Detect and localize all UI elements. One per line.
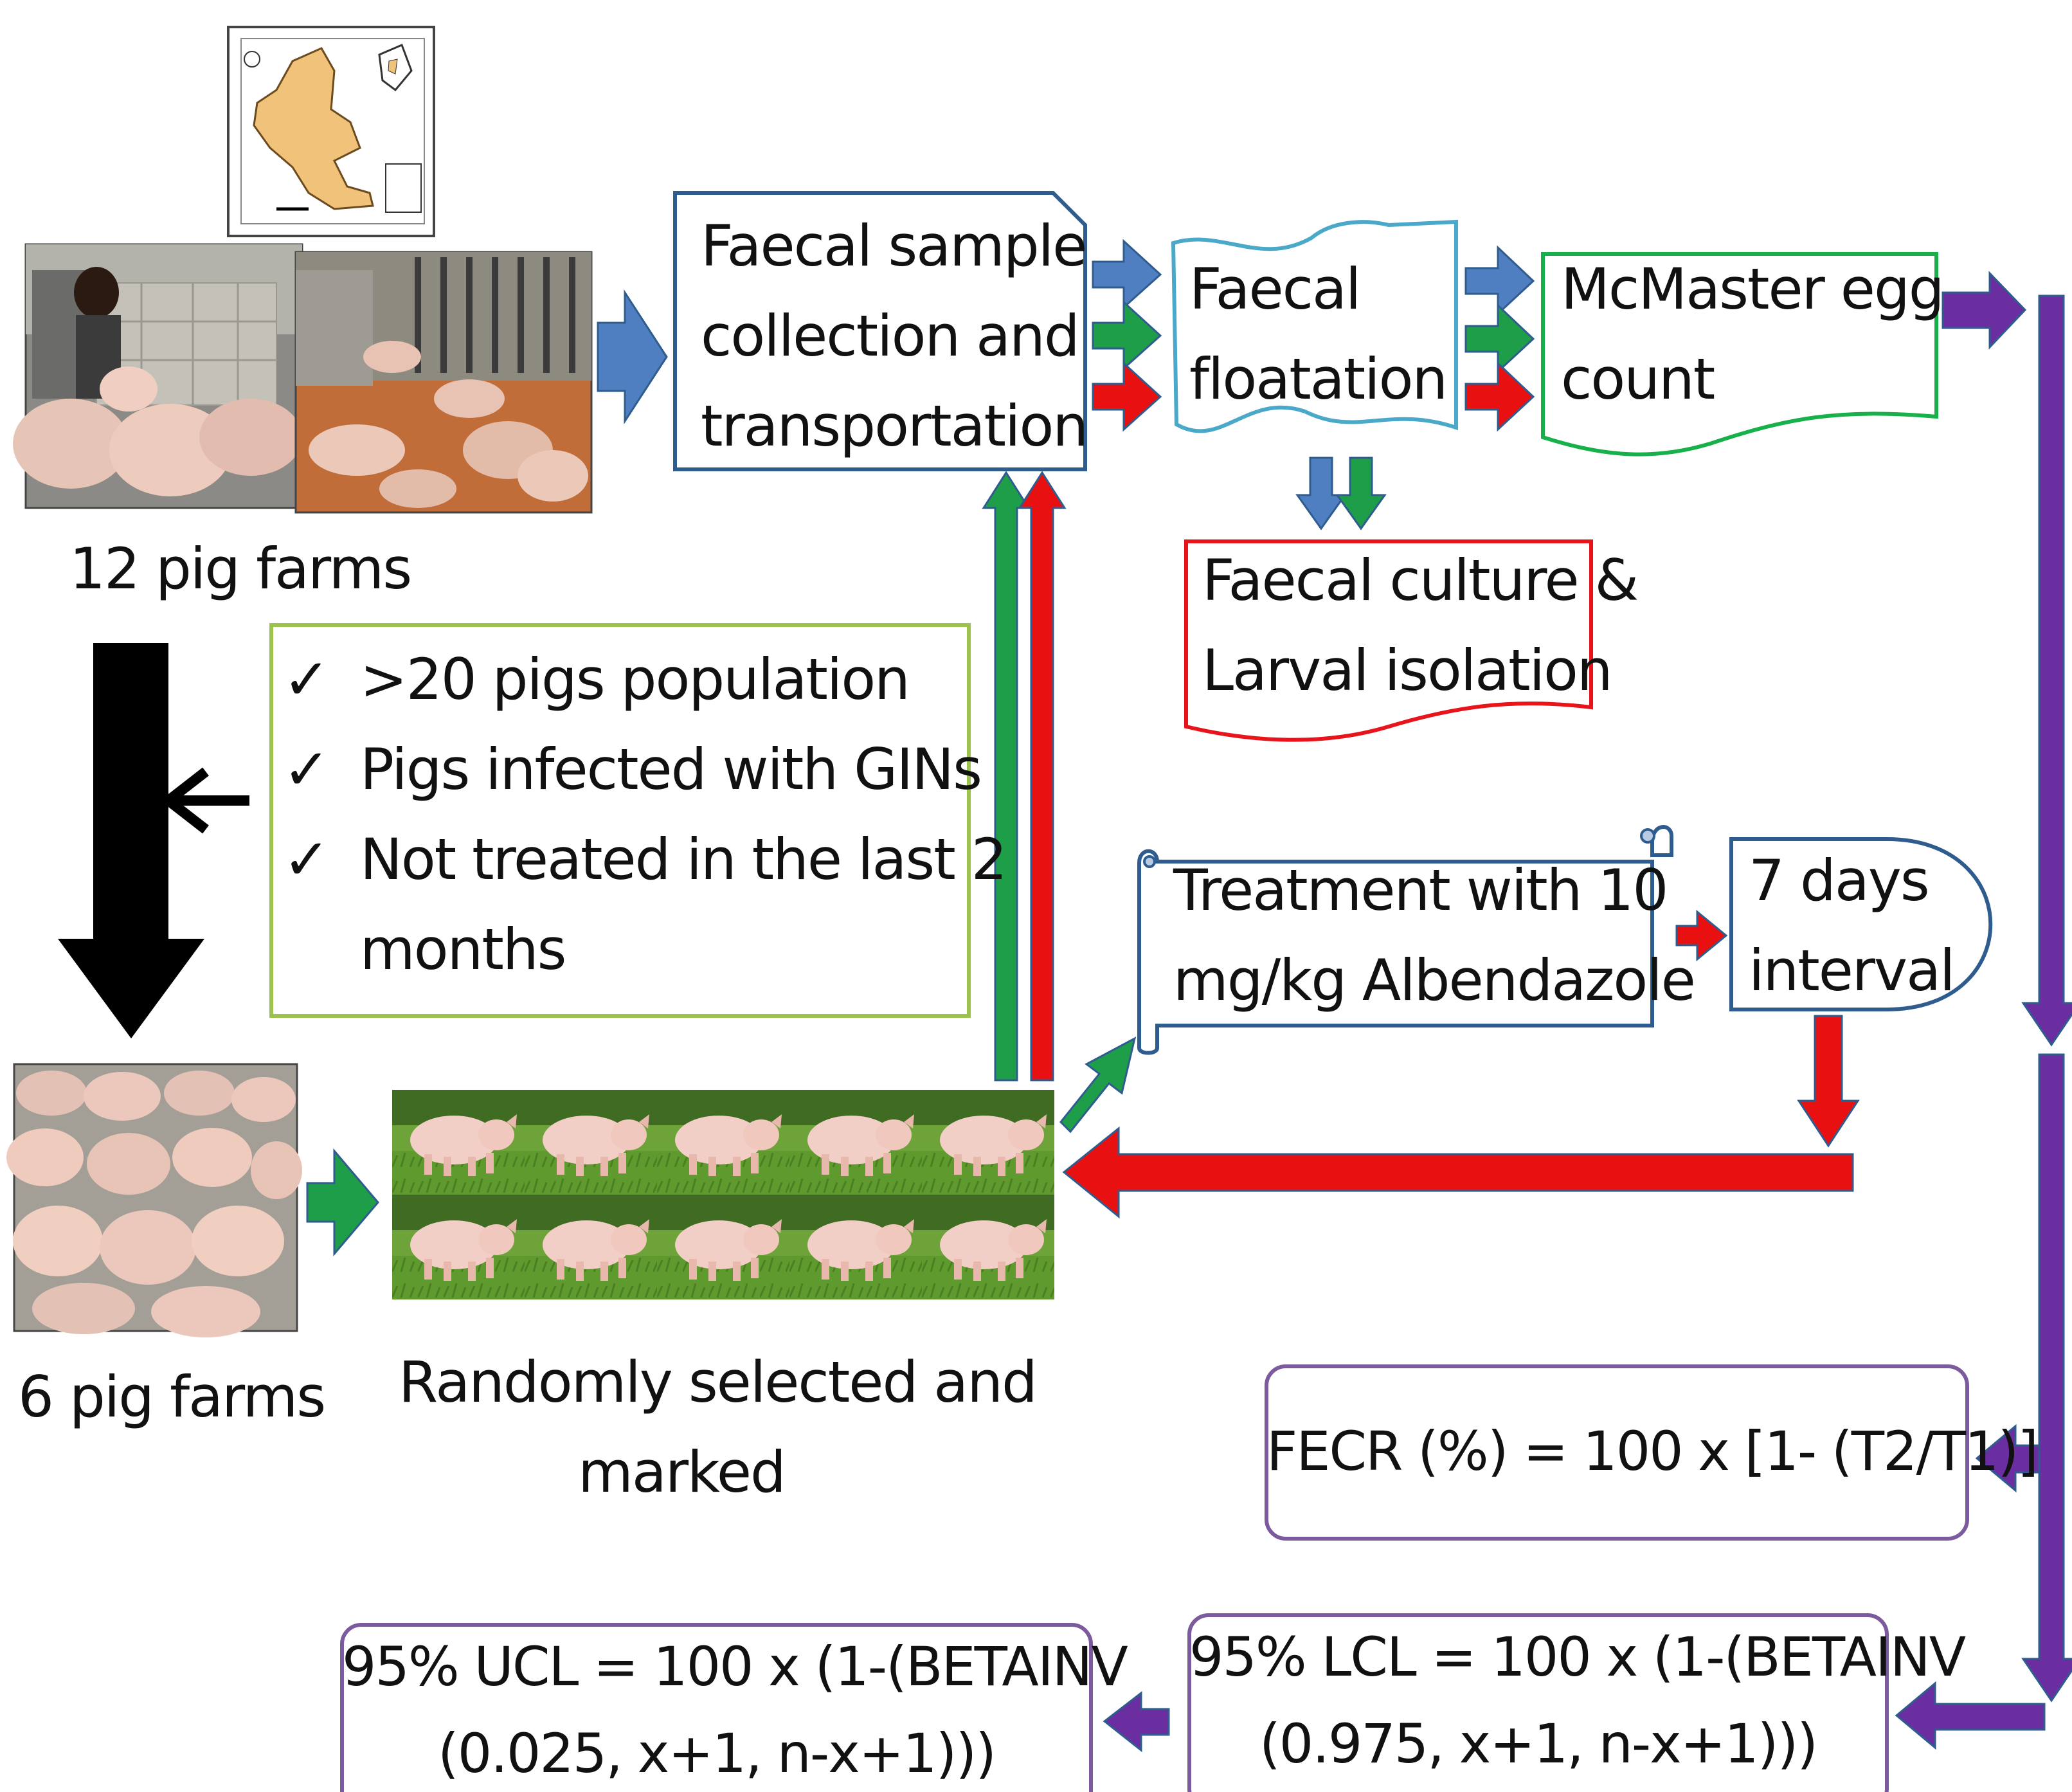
collection-line2: collection and	[701, 303, 1080, 369]
study-area-map	[227, 26, 435, 237]
arrow-to-lcl	[1895, 1681, 2046, 1750]
arrow-interval-down	[1797, 1015, 1860, 1148]
arrow-lcl-to-ucl	[1103, 1690, 1170, 1753]
check-icon: ✓	[283, 646, 330, 712]
collection-line3: transportation	[701, 393, 1088, 459]
mcmaster-box	[1541, 252, 1938, 457]
arrow-treatment-to-interval	[1675, 909, 1728, 962]
mcmaster-line2: count	[1561, 346, 1715, 412]
arrow-pigs-collection-green	[982, 471, 1031, 1082]
arrow-float-mcmaster-green	[1464, 303, 1535, 374]
arrow-collection-float-red	[1092, 361, 1162, 432]
arrow-pigs-to-treatment	[1059, 1036, 1137, 1134]
marked-pigs-grid	[392, 1090, 1054, 1299]
selected-farms-label: 6 pig farms	[18, 1364, 326, 1430]
check-icon: ✓	[283, 826, 330, 892]
floatation-box	[1171, 219, 1458, 433]
treatment-scroll	[1137, 825, 1673, 1055]
ucl-box	[340, 1623, 1093, 1792]
interval-box	[1729, 837, 1993, 1011]
arrow-mcmaster-out	[1941, 271, 2027, 350]
collection-box	[673, 191, 1087, 471]
criteria-box	[269, 623, 971, 1018]
collection-line1: Faecal sample	[701, 213, 1087, 279]
floatation-line2: floatation	[1189, 346, 1448, 412]
criterion-3: ✓Not treated in the last 2	[283, 826, 1007, 892]
culture-line2: Larval isolation	[1202, 637, 1613, 703]
purple-line-lower	[2021, 1053, 2072, 1703]
arrow-farms-to-collection	[597, 289, 668, 425]
criteria-pointer-arrow	[159, 767, 249, 834]
criterion-1: ✓>20 pigs population	[283, 646, 910, 712]
arrow-float-mcmaster-red	[1464, 361, 1535, 432]
check-icon: ✓	[283, 736, 330, 802]
purple-line-upper	[2021, 294, 2072, 1047]
lcl-formula-line2: (0.975, x+1, n-x+1)))	[1259, 1712, 1818, 1775]
interval-line2: interval	[1749, 937, 1955, 1004]
lcl-formula-line1: 95% LCL = 100 x (1-(BETAINV	[1189, 1625, 1966, 1688]
culture-box	[1184, 539, 1593, 742]
floatation-line1: Faecal	[1189, 256, 1361, 322]
interval-line1: 7 days	[1749, 847, 1930, 914]
arrow-float-culture-blue	[1295, 457, 1347, 530]
culture-line1: Faecal culture &	[1202, 547, 1639, 613]
mcmaster-line1: McMaster egg	[1561, 256, 1945, 322]
farm-photo-right	[294, 251, 593, 514]
selection-arrow	[58, 643, 204, 1038]
arrow-collection-float-blue	[1092, 239, 1162, 310]
ucl-formula-line1: 95% UCL = 100 x (1-(BETAINV	[342, 1635, 1128, 1698]
arrow-collection-float-green	[1092, 300, 1162, 371]
farm-photo-left	[13, 243, 303, 509]
lcl-box	[1187, 1613, 1889, 1792]
start-farms-label: 12 pig farms	[69, 536, 412, 602]
treatment-line2: mg/kg Albendazole	[1173, 947, 1696, 1013]
arrow-float-mcmaster-blue	[1464, 245, 1535, 316]
arrow-farms-to-pigs	[306, 1148, 379, 1257]
arrow-pigs-collection-red	[1018, 471, 1067, 1082]
arrow-retreatment-to-pigs	[1062, 1126, 1854, 1219]
ucl-formula-line2: (0.025, x+1, n-x+1)))	[438, 1722, 996, 1785]
criterion-2: ✓Pigs infected with GINs	[283, 736, 982, 802]
fecr-formula: FECR (%) = 100 x [1- (T2/T1)]	[1266, 1420, 2039, 1483]
selected-farm-photo	[6, 1063, 302, 1337]
criterion-3-continued: months	[360, 916, 566, 982]
treatment-line1: Treatment with 10	[1173, 857, 1668, 923]
fecr-box	[1265, 1364, 1969, 1541]
arrow-to-fecr	[1975, 1424, 2040, 1493]
pigs-label-line1: Randomly selected and	[399, 1349, 1038, 1415]
pigs-label-line2: marked	[578, 1439, 786, 1505]
arrow-float-culture-green	[1335, 457, 1387, 530]
